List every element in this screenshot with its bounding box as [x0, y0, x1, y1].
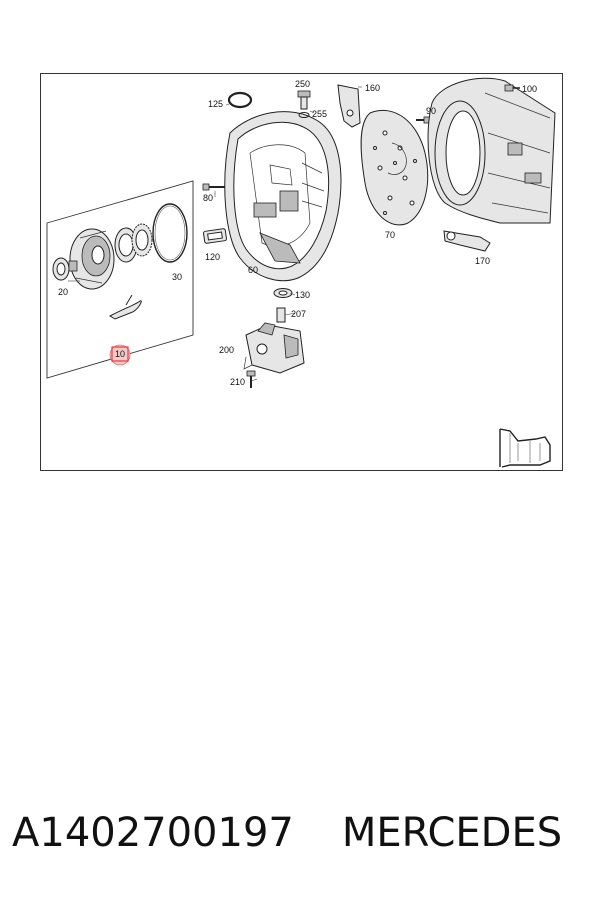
part-label-130: 130 — [295, 290, 310, 300]
part-label-255: 255 — [312, 109, 327, 119]
bolt-210 — [246, 370, 256, 388]
part-label-200: 200 — [219, 345, 234, 355]
bolt-80 — [202, 183, 225, 191]
lever-170 — [443, 230, 491, 252]
transmission-housing — [224, 111, 342, 282]
intermediate-plate — [360, 109, 429, 226]
part-number: A1402700197 — [12, 810, 294, 856]
part-label-207: 207 — [291, 309, 306, 319]
pump-gear-set — [114, 223, 153, 263]
part-label-60: 60 — [248, 265, 258, 275]
part-label-250: 250 — [295, 79, 310, 89]
o-ring-large — [152, 203, 188, 263]
part-label-120: 120 — [205, 252, 220, 262]
bolt-250 — [297, 90, 311, 110]
seal-ring-part — [52, 257, 70, 281]
plug-207 — [276, 307, 286, 323]
washer-255 — [298, 112, 310, 118]
product-caption: A1402700197 MERCEDES — [12, 803, 592, 863]
part-label-80: 80 — [203, 193, 213, 203]
part-label-20: 20 — [58, 287, 68, 297]
part-label-30: 30 — [172, 272, 182, 282]
oil-pump-housing — [68, 228, 115, 290]
bolt-100 — [504, 84, 520, 92]
leader-lines — [68, 86, 362, 382]
part-label-170: 170 — [475, 256, 490, 266]
vehicle-thumbnail — [499, 428, 551, 468]
exploded-view-drawing: 125 250 255 160 100 90 80 70 120 60 170 … — [40, 73, 563, 471]
part-label-90: 90 — [426, 106, 436, 116]
part-label-100: 100 — [522, 84, 537, 94]
part-label-70: 70 — [385, 230, 395, 240]
retaining-clip — [108, 300, 142, 320]
transmission-case — [427, 77, 556, 224]
part-label-125: 125 — [208, 99, 223, 109]
part-label-210: 210 — [230, 377, 245, 387]
highlight-marker-circle — [109, 344, 131, 366]
brand-name: MERCEDES — [341, 810, 563, 856]
part-label-10-highlighted: 10 — [115, 349, 125, 359]
control-module-200 — [243, 322, 305, 374]
bracket-160 — [337, 84, 361, 128]
part-label-160: 160 — [365, 83, 380, 93]
highlight-marker-box — [111, 346, 129, 362]
oil-pump-subpanel — [46, 180, 194, 379]
o-ring-small — [227, 91, 253, 109]
parts-diagram: 125 250 255 160 100 90 80 70 120 60 170 … — [40, 73, 563, 471]
